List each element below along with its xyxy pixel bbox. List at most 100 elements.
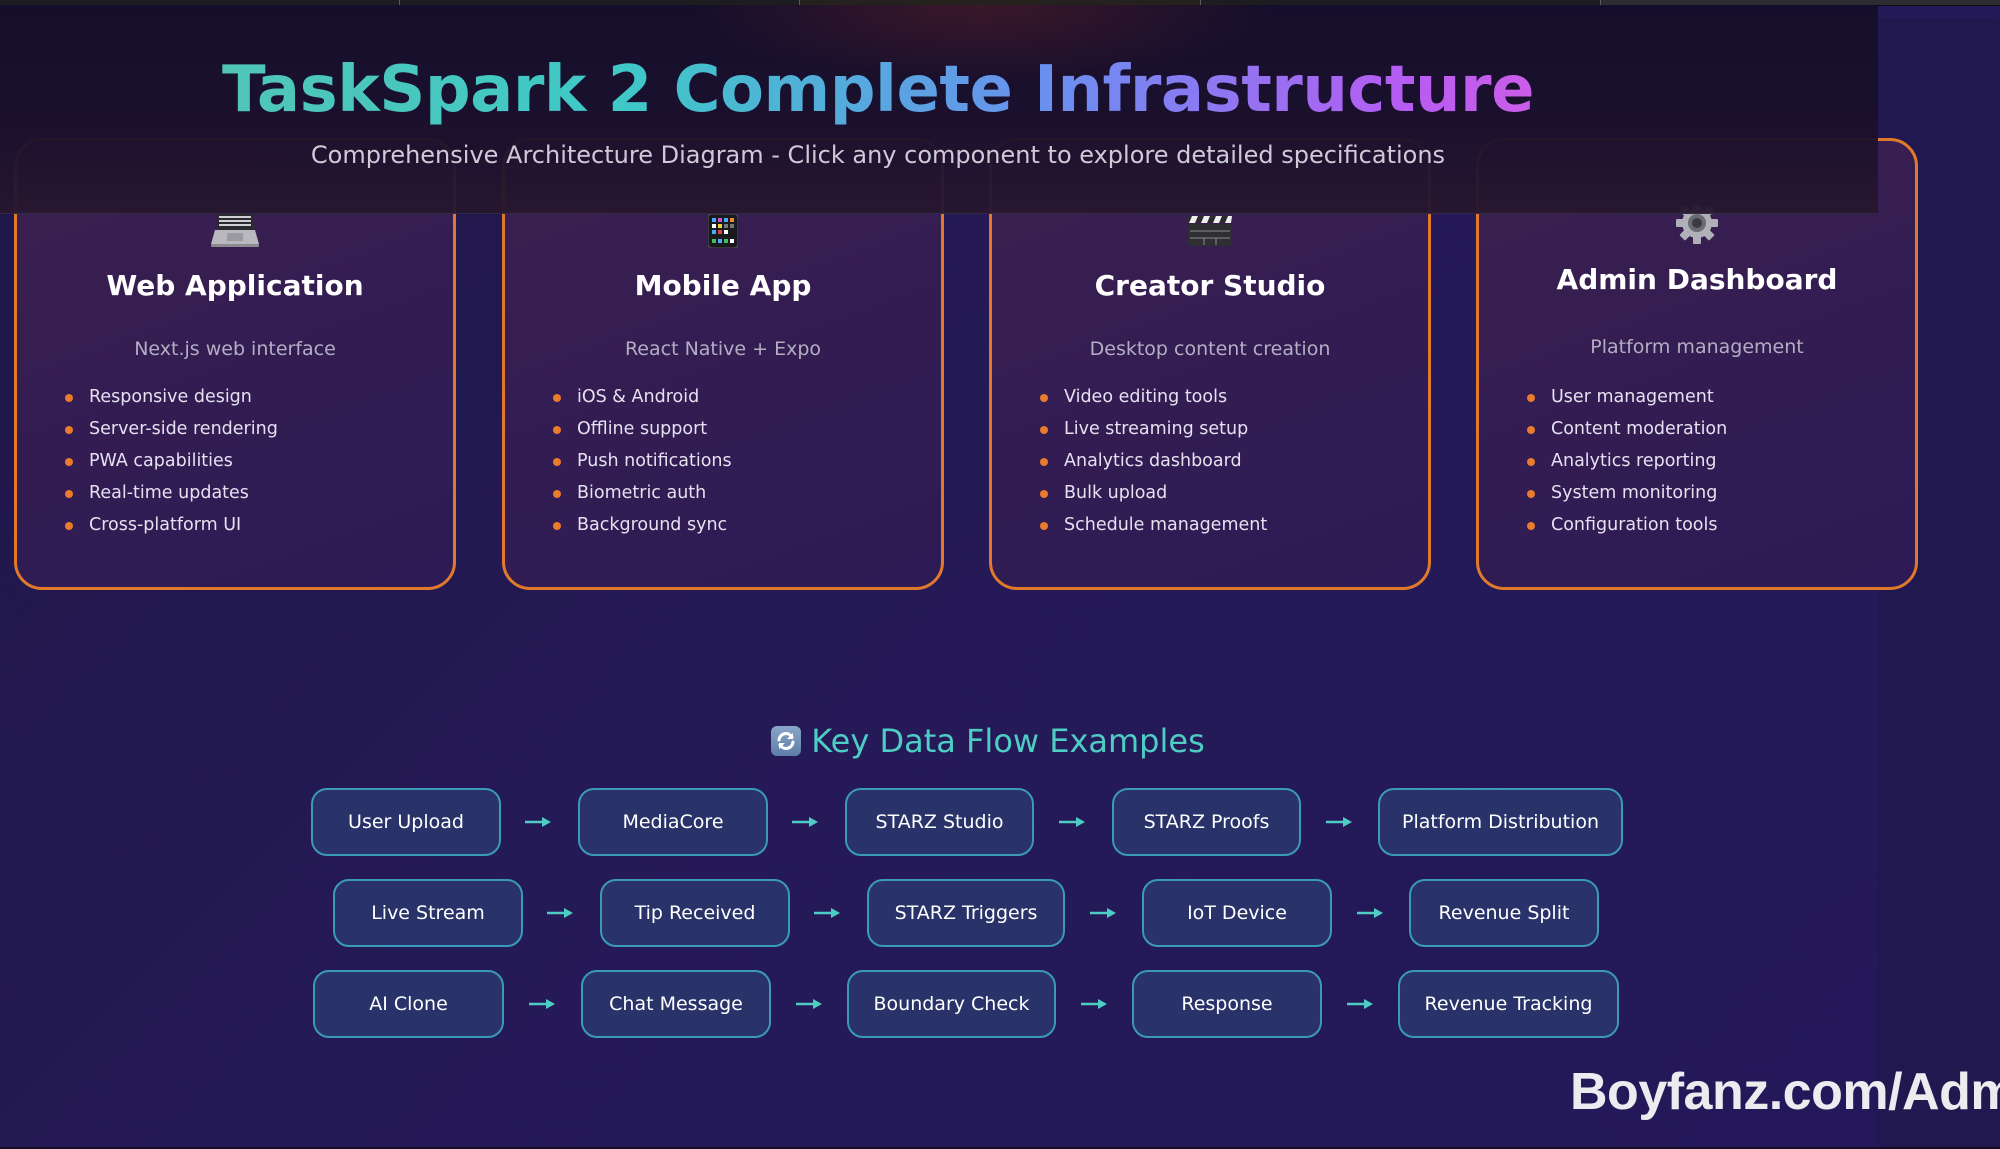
feature-list: Video editing tools Live streaming setup… — [1036, 381, 1267, 541]
clapper-board-icon — [992, 211, 1428, 251]
flow-row-3: AI Clone Chat Message Boundary Check Res… — [0, 970, 2000, 1038]
flow-node[interactable]: Chat Message — [581, 970, 771, 1038]
arrow-right-icon — [794, 970, 824, 1038]
arrow-right-icon — [812, 879, 842, 947]
feature-item: Configuration tools — [1523, 509, 1727, 541]
feature-text: Biometric auth — [577, 483, 707, 503]
arrow-right-icon — [545, 879, 575, 947]
data-flow-heading-text: Key Data Flow Examples — [811, 722, 1205, 760]
flow-node[interactable]: STARZ Studio — [845, 788, 1034, 856]
feature-text: Push notifications — [577, 451, 732, 471]
feature-list: iOS & Android Offline support Push notif… — [549, 381, 732, 541]
feature-list: User management Content moderation Analy… — [1523, 381, 1727, 541]
arrow-right-icon — [1057, 788, 1087, 856]
feature-text: Configuration tools — [1551, 515, 1718, 535]
flow-node[interactable]: Revenue Split — [1409, 879, 1599, 947]
arrow-right-icon — [527, 970, 557, 1038]
feature-text: Schedule management — [1064, 515, 1268, 535]
flow-node[interactable]: User Upload — [311, 788, 501, 856]
refresh-icon — [771, 726, 802, 756]
feature-text: PWA capabilities — [89, 451, 233, 471]
feature-text: Content moderation — [1551, 419, 1728, 439]
feature-text: Analytics reporting — [1551, 451, 1717, 471]
feature-item: System monitoring — [1523, 477, 1727, 509]
bullet-icon — [1040, 426, 1048, 434]
bullet-icon — [1040, 490, 1048, 498]
feature-item: Bulk upload — [1036, 477, 1267, 509]
feature-text: System monitoring — [1551, 483, 1718, 503]
arrow-right-icon — [1355, 879, 1385, 947]
card-subtitle: Desktop content creation — [1089, 338, 1331, 360]
feature-item: Schedule management — [1036, 509, 1267, 541]
page-header: TaskSpark 2 Complete Infrastructure Comp… — [0, 5, 1878, 214]
feature-text: Server-side rendering — [89, 419, 278, 439]
bullet-icon — [1527, 426, 1535, 434]
tab-segment[interactable] — [400, 0, 801, 5]
card-subtitle: React Native + Expo — [624, 338, 822, 360]
feature-item: Biometric auth — [549, 477, 732, 509]
feature-item: Real-time updates — [61, 477, 278, 509]
feature-text: User management — [1551, 387, 1714, 407]
flow-row-2: Live Stream Tip Received STARZ Triggers … — [0, 879, 2000, 947]
arrow-right-icon — [1088, 879, 1118, 947]
tab-segment-active[interactable] — [1600, 0, 2000, 5]
flow-node[interactable]: Platform Distribution — [1378, 788, 1623, 856]
feature-item: PWA capabilities — [61, 445, 278, 477]
feature-item: Live streaming setup — [1036, 413, 1267, 445]
flow-node[interactable]: STARZ Proofs — [1112, 788, 1301, 856]
feature-text: Real-time updates — [89, 483, 249, 503]
bullet-icon — [553, 490, 561, 498]
flow-node[interactable]: Revenue Tracking — [1398, 970, 1619, 1038]
flow-node[interactable]: Tip Received — [600, 879, 790, 947]
tab-segment[interactable] — [0, 0, 401, 5]
bullet-icon — [553, 394, 561, 402]
watermark: Boyfanz.com/Admin — [1570, 1063, 2000, 1121]
bullet-icon — [65, 426, 73, 434]
flow-node[interactable]: Live Stream — [333, 879, 523, 947]
mobile-phone-icon — [505, 211, 941, 251]
arrow-right-icon — [1324, 788, 1354, 856]
card-subtitle: Next.js web interface — [134, 338, 336, 360]
bullet-icon — [1527, 394, 1535, 402]
bullet-icon — [1040, 394, 1048, 402]
flow-node[interactable]: Response — [1132, 970, 1322, 1038]
card-subtitle: Platform management — [1590, 336, 1804, 358]
feature-item: Cross-platform UI — [61, 509, 278, 541]
bullet-icon — [65, 394, 73, 402]
bullet-icon — [553, 458, 561, 466]
feature-text: Offline support — [577, 419, 708, 439]
flow-row-1: User Upload MediaCore STARZ Studio STARZ… — [0, 788, 2000, 856]
feature-text: iOS & Android — [577, 387, 700, 407]
feature-text: Bulk upload — [1064, 483, 1168, 503]
flow-node[interactable]: MediaCore — [578, 788, 768, 856]
feature-list: Responsive design Server-side rendering … — [61, 381, 278, 541]
tab-segment[interactable] — [800, 0, 1201, 5]
bullet-icon — [1040, 458, 1048, 466]
flow-node[interactable]: Boundary Check — [847, 970, 1056, 1038]
feature-item: Analytics dashboard — [1036, 445, 1267, 477]
bullet-icon — [65, 522, 73, 530]
flow-node[interactable]: STARZ Triggers — [867, 879, 1065, 947]
feature-item: Video editing tools — [1036, 381, 1267, 413]
bullet-icon — [65, 490, 73, 498]
feature-item: Offline support — [549, 413, 732, 445]
arrow-right-icon — [1079, 970, 1109, 1038]
arrow-right-icon — [790, 788, 820, 856]
page-title: TaskSpark 2 Complete Infrastructure — [0, 53, 1756, 127]
card-title: Mobile App — [634, 269, 812, 302]
feature-item: Background sync — [549, 509, 732, 541]
flow-node[interactable]: AI Clone — [313, 970, 504, 1038]
arrow-right-icon — [1345, 970, 1375, 1038]
feature-item: User management — [1523, 381, 1727, 413]
bullet-icon — [1040, 522, 1048, 530]
flow-node[interactable]: IoT Device — [1142, 879, 1332, 947]
card-title: Web Application — [106, 269, 364, 302]
feature-text: Live streaming setup — [1064, 419, 1249, 439]
feature-item: Server-side rendering — [61, 413, 278, 445]
bullet-icon — [553, 522, 561, 530]
tab-segment[interactable] — [1200, 0, 1601, 5]
bullet-icon — [1527, 490, 1535, 498]
card-title: Admin Dashboard — [1556, 263, 1838, 296]
bullet-icon — [1527, 458, 1535, 466]
feature-text: Cross-platform UI — [89, 515, 242, 535]
